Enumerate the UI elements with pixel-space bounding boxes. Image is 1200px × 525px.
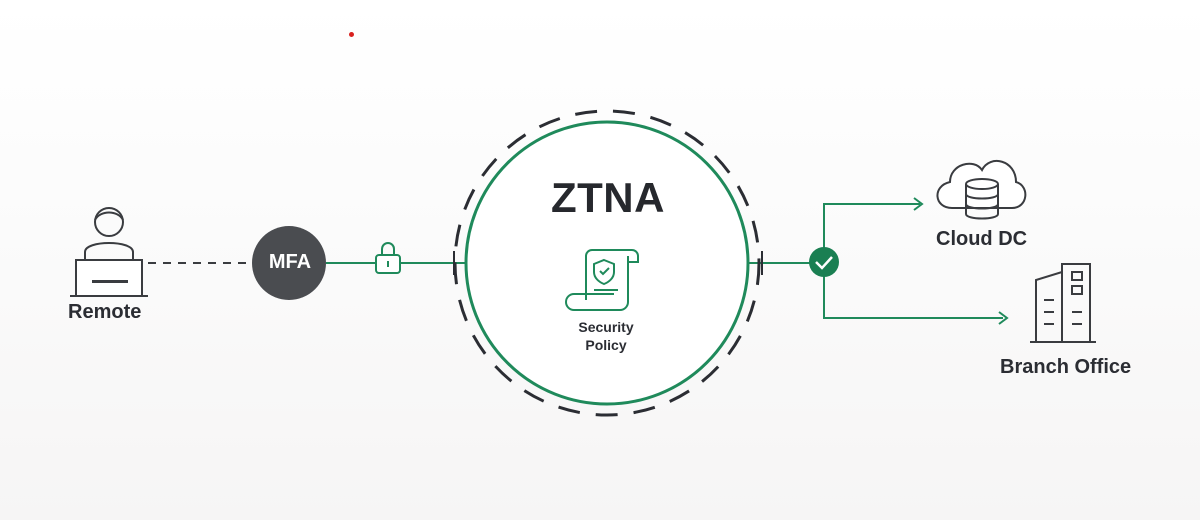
security-policy-label: Security Policy xyxy=(556,318,656,354)
ztna-title: ZTNA xyxy=(551,174,665,221)
shield-document-icon xyxy=(565,249,639,311)
lock-icon xyxy=(375,242,401,274)
ztna-outer-dashed-ring xyxy=(453,109,761,417)
mfa-node xyxy=(252,226,326,300)
user-laptop-icon xyxy=(70,207,148,297)
building-icon xyxy=(1030,263,1096,343)
branch-office-label: Branch Office xyxy=(1000,356,1132,378)
cloud-dc-label: Cloud DC xyxy=(936,228,1028,250)
remote-label: Remote xyxy=(68,301,142,323)
mfa-label: MFA xyxy=(268,251,312,273)
security-policy-line1: Security xyxy=(578,319,634,335)
cloud-arrowhead xyxy=(913,197,924,211)
branch-connector xyxy=(823,203,1003,319)
branch-arrowhead xyxy=(998,311,1009,325)
security-policy-line2: Policy xyxy=(585,337,627,353)
red-marker-dot xyxy=(349,32,354,37)
check-icon xyxy=(809,247,839,277)
ztna-inner-ring xyxy=(464,120,750,406)
cloud-database-icon xyxy=(936,160,1027,220)
